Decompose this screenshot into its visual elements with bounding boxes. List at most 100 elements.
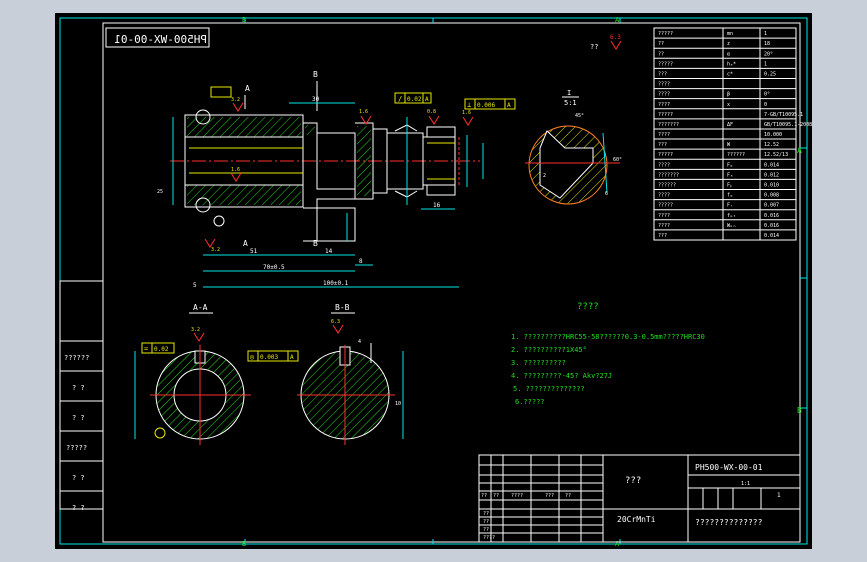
param-cell: 0.007 — [764, 203, 779, 209]
svg-text:????: ???? — [483, 535, 495, 541]
dim-51: 51 — [250, 248, 258, 255]
svg-text:??: ?? — [483, 511, 489, 517]
param-cell: fₚ — [727, 193, 733, 199]
param-cell: ???? — [658, 82, 670, 88]
notes-title: ???? — [577, 302, 599, 312]
dim-5: 5 — [193, 282, 197, 289]
sheet: 1 — [777, 492, 781, 499]
param-cell: β — [727, 92, 730, 98]
param-cell: W — [727, 142, 731, 148]
param-cell: ??? — [658, 233, 667, 239]
aa-tol-value: 0.02 — [154, 346, 169, 353]
roughness-5: 1.6 — [462, 110, 471, 116]
aa-tol2-datum: A — [290, 354, 294, 361]
param-cell: 0.008 — [764, 193, 779, 199]
param-cell: 0 — [764, 102, 767, 108]
top-mark: ?? — [590, 43, 598, 51]
detail-title: I — [567, 89, 571, 97]
param-cell: x — [727, 102, 730, 108]
svg-text:A: A — [425, 96, 429, 103]
dim-100: 100±0.1 — [323, 280, 349, 287]
param-cell: ????? — [658, 203, 673, 209]
param-cell: ????? — [658, 112, 673, 118]
param-cell: 0.010 — [764, 183, 779, 189]
param-cell: ??????? — [658, 122, 679, 128]
dim-16: 16 — [433, 202, 441, 209]
detail-dim-60: 60° — [613, 157, 622, 163]
detail-dim-2: 2 — [543, 173, 546, 179]
param-cell: 1 — [764, 31, 767, 37]
param-cell: Fₐ — [727, 172, 733, 178]
param-cell: 10.000 — [764, 132, 782, 138]
roughness-symbol — [610, 40, 622, 50]
strip-label: ????? — [66, 444, 87, 452]
zone-letter: B — [242, 540, 246, 548]
svg-text:??: ?? — [493, 493, 499, 499]
param-cell: ΔF — [727, 122, 733, 128]
aa-tol2-value: 0.003 — [260, 354, 278, 361]
svg-text:0.02: 0.02 — [407, 96, 422, 103]
strip-label: ? ? — [72, 474, 85, 482]
param-cell: Fᵣ — [727, 203, 733, 209]
param-cell: 0.012 — [764, 172, 779, 178]
param-cell: ?? — [658, 41, 664, 47]
zone-letter: A — [797, 146, 802, 155]
param-cell: ???? — [658, 162, 670, 168]
svg-text:??: ?? — [483, 527, 489, 533]
aa-roughness: 3.2 — [191, 327, 200, 333]
drawing-number: PH500-WX-00-01 — [695, 463, 763, 472]
bb-roughness: 6.3 — [331, 319, 340, 325]
title-block: ??? PH500-WX-00-01 20CrMnTi ????????????… — [478, 454, 801, 543]
section-label-b: B — [313, 70, 318, 79]
roughness-1: 1.6 — [231, 167, 240, 173]
zone-letter: A — [615, 16, 620, 24]
mirror-code-box — [105, 27, 210, 48]
roughness-2: 3.2 — [211, 247, 220, 253]
param-cell: ???? — [658, 223, 670, 229]
zone-letter: A — [615, 540, 620, 548]
detail-scale: 5:1 — [564, 99, 577, 107]
param-cell: 0.014 — [764, 233, 779, 239]
param-cell: mn — [727, 31, 733, 37]
part-name: ??? — [625, 476, 641, 486]
note-item: 4. ?????????-45? Akv?27J — [511, 372, 612, 380]
param-cell: ??? — [658, 71, 667, 77]
drawing-canvas[interactable]: A B B A B A PH500-WX-00-01 ?? 6.3 — [55, 13, 812, 549]
param-cell: ????? — [658, 61, 673, 67]
param-cell: 7-GB/T10095.1 — [764, 112, 803, 118]
param-cell: ????? — [658, 31, 673, 37]
param-cell: fₚₜ — [727, 213, 736, 219]
svg-text:??: ?? — [483, 519, 489, 525]
section-label-a: A — [245, 84, 250, 93]
left-strip: ?????? ? ? ? ? ????? ? ? ? ? — [59, 280, 104, 512]
finish-value: 6.3 — [610, 34, 621, 41]
gear-section — [184, 114, 304, 208]
section-aa: A-A 3.2 = 0.02 ◎ 0.003 A — [134, 303, 299, 445]
strip-label: ? ? — [72, 414, 85, 422]
main-dims: B A B A 100±0.1 70±0.5 51 14 8 30 16 5 2… — [157, 70, 516, 289]
tech-notes: ???? 1. ??????????HRC55-58??????0.3-0.5m… — [511, 302, 705, 406]
detail-dim-6: 6 — [605, 191, 608, 197]
param-cell: 1 — [764, 61, 767, 67]
company: ?????????????? — [695, 518, 763, 527]
roughness-3: 1.6 — [359, 109, 368, 115]
svg-text:A: A — [507, 102, 511, 109]
hatch-lower — [187, 185, 301, 205]
note-item: 1. ??????????HRC55-58??????0.3-0.5mm????… — [511, 333, 705, 341]
main-view — [170, 109, 480, 242]
param-cell: 20° — [764, 51, 773, 57]
param-cell: Fₚ — [727, 162, 733, 168]
bb-dim-4: 4 — [358, 339, 361, 345]
dim-70: 70±0.5 — [263, 264, 285, 271]
param-cell: 0.014 — [764, 162, 779, 168]
strip-label: ? ? — [72, 384, 85, 392]
section-label-b-low: B — [313, 239, 318, 248]
param-cell: 0° — [764, 92, 770, 98]
strip-label: ? ? — [72, 504, 85, 512]
dim-14: 14 — [325, 248, 333, 255]
param-cell: 0.25 — [764, 71, 776, 77]
svg-text:???: ??? — [545, 493, 554, 499]
param-cell: ??? — [658, 142, 667, 148]
